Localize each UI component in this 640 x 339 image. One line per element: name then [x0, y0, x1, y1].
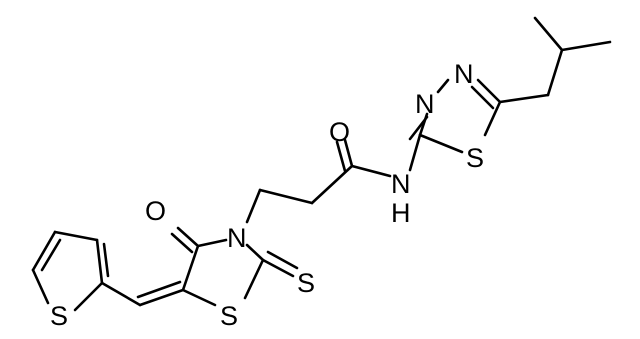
bond: [418, 133, 464, 154]
atom-label: S: [50, 301, 68, 331]
atom-label: N: [415, 89, 435, 119]
bonds: [31, 16, 612, 312]
bond: [408, 133, 422, 172]
bond: [138, 288, 185, 307]
bond: [243, 258, 265, 300]
bond: [40, 238, 62, 272]
bond: [560, 40, 612, 52]
bond: [102, 242, 110, 278]
atom-label: N: [391, 169, 411, 199]
bond: [476, 78, 502, 104]
bond: [343, 138, 354, 168]
bond: [181, 288, 217, 307]
atom-label: S: [466, 143, 484, 173]
bond: [245, 188, 262, 224]
atom-label: O: [145, 196, 166, 226]
atom-label: N: [454, 59, 474, 89]
atom-label: S: [297, 268, 315, 298]
bond: [483, 100, 502, 137]
bond: [53, 230, 99, 242]
bond: [181, 244, 200, 292]
bond: [498, 93, 550, 104]
bond: [100, 281, 142, 307]
bond: [196, 238, 228, 248]
bond: [408, 115, 429, 141]
bond: [258, 188, 314, 205]
bond: [245, 243, 265, 262]
bond: [73, 281, 104, 312]
bond: [533, 16, 564, 52]
bond: [176, 226, 200, 248]
bond: [266, 250, 299, 270]
bond: [95, 238, 104, 285]
bond: [310, 164, 354, 205]
atom-labels: N N S O N H O N S S S: [50, 59, 484, 331]
bond: [335, 140, 347, 173]
bond: [350, 164, 392, 178]
atom-label: S: [220, 301, 238, 331]
bond: [261, 258, 295, 278]
bond: [170, 232, 194, 254]
bond: [31, 268, 50, 305]
bond: [470, 85, 495, 110]
atom-label: H: [391, 198, 411, 228]
bond: [31, 230, 57, 272]
atom-label: O: [329, 117, 350, 147]
bond: [436, 78, 450, 94]
bond: [546, 48, 564, 97]
bond: [136, 280, 182, 299]
atom-label: N: [227, 223, 247, 253]
